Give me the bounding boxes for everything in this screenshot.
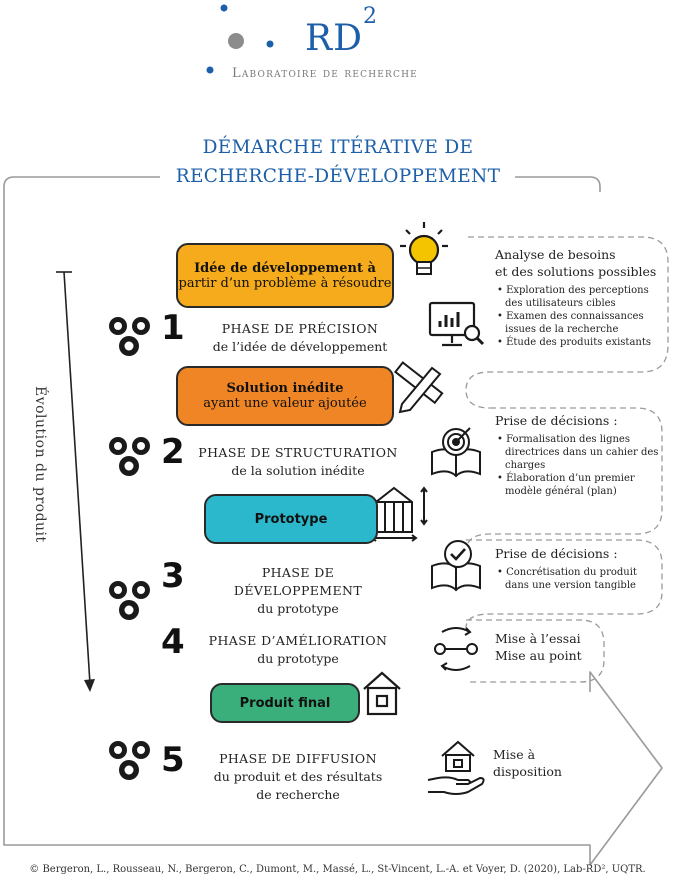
solution-box-line-1: Solution inédite bbox=[226, 381, 344, 396]
monitor-chart-icon bbox=[428, 301, 485, 347]
phase-4-title: PHASE D’AMÉLIORATION bbox=[208, 633, 388, 648]
title-line-2: RECHERCHE-DÉVELOPPEMENT bbox=[169, 162, 507, 191]
decisions-note-1: Prise de décisions : Formalisation des l… bbox=[495, 412, 660, 498]
hand-house-icon bbox=[427, 740, 485, 795]
solution-box: Solution inédite ayant une valeur ajouté… bbox=[176, 366, 394, 426]
phase-number-5: 5 bbox=[161, 740, 185, 780]
decisions-2-heading: Prise de décisions : bbox=[495, 546, 618, 561]
phase-2-subtitle: de la solution inédite bbox=[231, 463, 365, 478]
decisions-1-item: Élaboration d’un premier modèle général … bbox=[505, 472, 660, 498]
phase-5-subtitle: du produit et des résultats bbox=[213, 769, 383, 784]
phase-4-subtitle: du prototype bbox=[257, 651, 339, 666]
copyright-footer: © Bergeron, L., Rousseau, N., Bergeron, … bbox=[29, 864, 646, 875]
analysis-list: Exploration des perceptions des utilisat… bbox=[495, 284, 665, 349]
logo-dots bbox=[206, 4, 274, 74]
outer-frame-top-right bbox=[515, 176, 601, 192]
final-product-box: Produit final bbox=[210, 683, 360, 723]
evolution-label: Évolution du produit bbox=[32, 386, 48, 543]
lightbulb-icon bbox=[400, 222, 448, 275]
analysis-heading-1: Analyse de besoins bbox=[495, 247, 616, 262]
release-line-2: disposition bbox=[493, 764, 562, 779]
phase-3-title: PHASE DE DÉVELOPPEMENT bbox=[233, 565, 363, 598]
testing-line-1: Mise à l’essai bbox=[495, 631, 581, 646]
decisions-2-list: Concrétisation du produit dans une versi… bbox=[495, 566, 660, 592]
phase-5-title: PHASE DE DIFFUSION bbox=[219, 751, 377, 766]
idea-box-line-2: partir d’un problème à résoudre bbox=[178, 275, 392, 291]
analysis-item: Exploration des perceptions des utilisat… bbox=[505, 284, 665, 310]
wrench-cycle-icon bbox=[434, 627, 478, 671]
phase-4-text: PHASE D’AMÉLIORATION du prototype bbox=[196, 632, 400, 668]
analysis-note: Analyse de besoins et des solutions poss… bbox=[495, 246, 665, 349]
idea-box-line-1: Idée de développement à bbox=[194, 260, 376, 276]
gears-icon-2 bbox=[109, 437, 150, 476]
prototype-box: Prototype bbox=[204, 494, 378, 544]
testing-line-2: Mise au point bbox=[495, 648, 582, 663]
frame-structure-icon bbox=[370, 486, 428, 542]
decisions-note-2: Prise de décisions : Concrétisation du p… bbox=[495, 545, 660, 592]
phase-3-subtitle: du prototype bbox=[257, 601, 339, 616]
logo-subtitle: Laboratoire de recherche bbox=[232, 66, 418, 81]
release-note: Mise à disposition bbox=[493, 746, 593, 780]
phase-number-3: 3 bbox=[161, 556, 185, 596]
phase-2-text: PHASE DE STRUCTURATION de la solution in… bbox=[196, 444, 400, 480]
analysis-heading-2: et des solutions possibles bbox=[495, 264, 657, 279]
gears-icon-1 bbox=[109, 317, 150, 356]
phase-5-text: PHASE DE DIFFUSION du produit et des rés… bbox=[196, 750, 400, 804]
title-line-1: DÉMARCHE ITÉRATIVE DE bbox=[196, 133, 480, 162]
logo-wordmark: RD2 bbox=[305, 4, 378, 59]
final-product-box-label: Produit final bbox=[239, 695, 331, 711]
decisions-1-list: Formalisation des lignes directrices dan… bbox=[495, 433, 660, 498]
diagram-title: DÉMARCHE ITÉRATIVE DE RECHERCHE-DÉVELOPP… bbox=[120, 133, 556, 191]
phase-3-text: PHASE DE DÉVELOPPEMENT du prototype bbox=[196, 564, 400, 618]
phase-number-2: 2 bbox=[161, 432, 185, 472]
decisions-1-item: Formalisation des lignes directrices dan… bbox=[505, 433, 660, 472]
phase-2-title: PHASE DE STRUCTURATION bbox=[198, 445, 398, 460]
book-check-icon bbox=[431, 540, 481, 592]
phase-1-subtitle: de l’idée de développement bbox=[212, 339, 388, 354]
phase-1-title: PHASE DE PRÉCISION bbox=[221, 321, 379, 336]
gears-icon-3 bbox=[109, 581, 150, 620]
phase-5-subtitle-2: de recherche bbox=[256, 787, 340, 802]
phase-1-text: PHASE DE PRÉCISION de l’idée de développ… bbox=[200, 320, 400, 356]
outer-frame-arrow bbox=[3, 176, 663, 866]
house-icon bbox=[363, 671, 401, 716]
gears-icon-5 bbox=[109, 741, 150, 780]
decisions-2-item: Concrétisation du produit dans une versi… bbox=[505, 566, 660, 592]
pencil-ruler-icon bbox=[393, 361, 444, 414]
evolution-arrow bbox=[56, 271, 95, 692]
prototype-box-label: Prototype bbox=[254, 511, 328, 527]
idea-box: Idée de développement à partir d’un prob… bbox=[176, 243, 394, 308]
analysis-item: Examen des connaissances issues de la re… bbox=[505, 310, 665, 336]
iteration-loops bbox=[465, 236, 669, 683]
solution-box-line-2: ayant une valeur ajoutée bbox=[203, 396, 367, 411]
analysis-item: Étude des produits existants bbox=[505, 336, 665, 349]
release-line-1: Mise à bbox=[493, 747, 536, 762]
book-target-icon bbox=[431, 427, 481, 478]
testing-note: Mise à l’essai Mise au point bbox=[495, 630, 605, 664]
decisions-1-heading: Prise de décisions : bbox=[495, 413, 618, 428]
phase-number-1: 1 bbox=[161, 308, 185, 348]
phase-number-4: 4 bbox=[161, 622, 185, 662]
